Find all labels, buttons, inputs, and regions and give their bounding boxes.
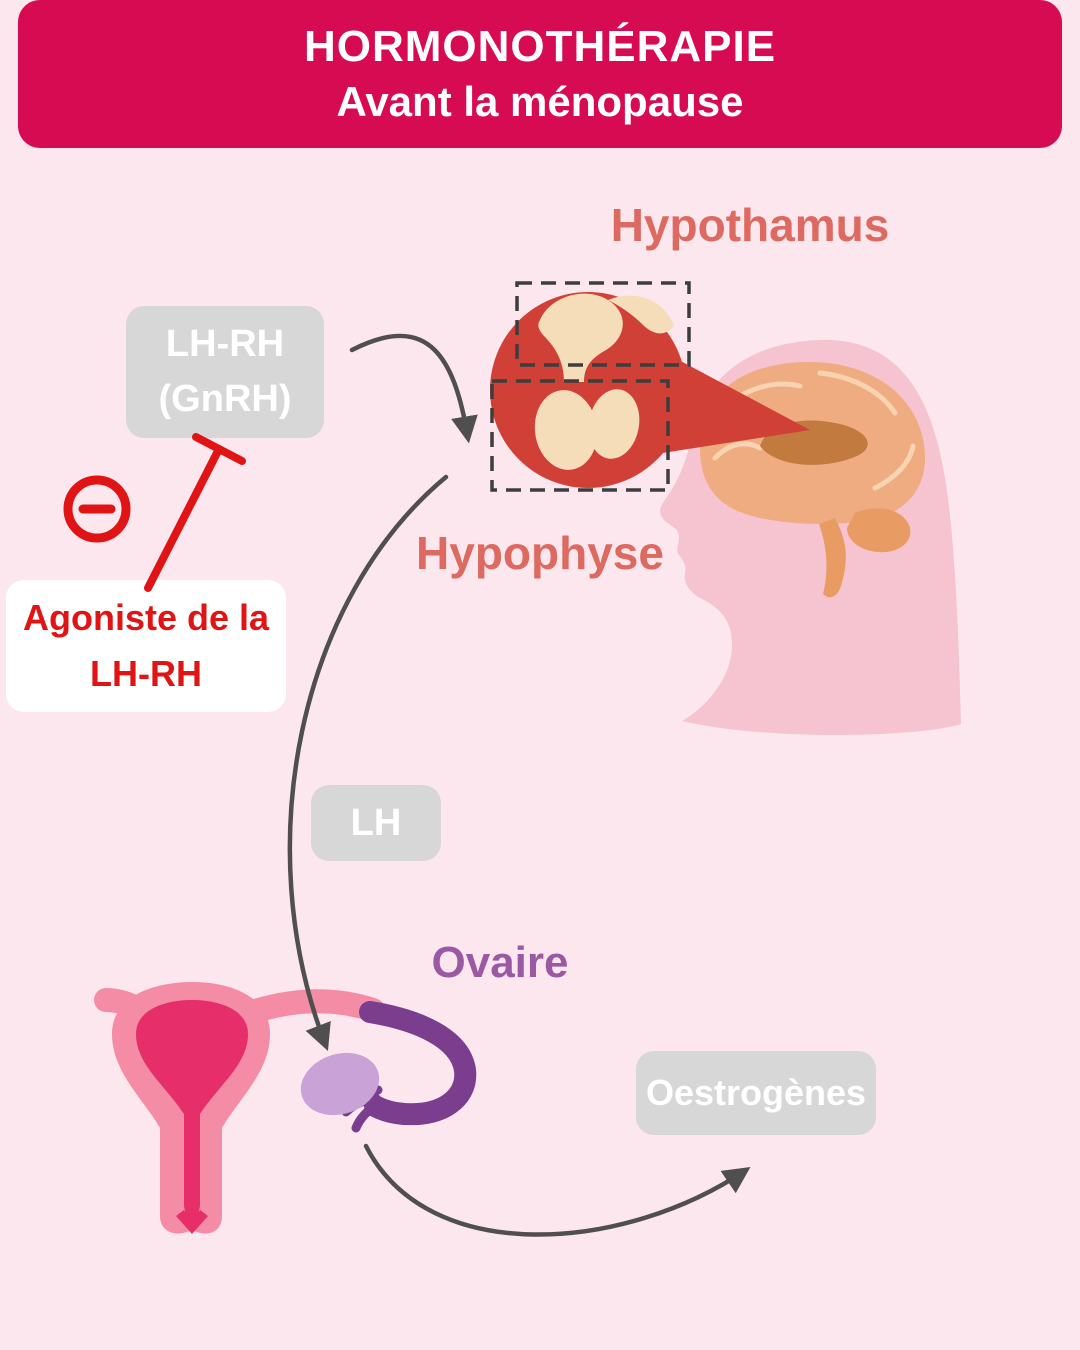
- minus-circle-icon: [63, 475, 131, 543]
- hypothalamus-label: Hypothamus: [610, 199, 890, 251]
- lh-box: LH: [311, 785, 441, 861]
- lh-label: LH: [350, 801, 402, 844]
- agoniste-box: Agoniste de la LH-RH: [6, 580, 286, 712]
- uterus-inner-icon: [136, 1000, 248, 1119]
- hypothalamus-dashed-box: [515, 281, 691, 367]
- hypophyse-label: Hypophyse: [416, 527, 664, 579]
- lhrh-line2: (GnRH): [158, 378, 292, 420]
- header-banner: HORMONOTHÉRAPIE Avant la ménopause: [18, 0, 1062, 148]
- right-tube-purple-icon: [359, 1001, 477, 1126]
- callout-pointer-icon: [656, 350, 810, 454]
- agoniste-line2: LH-RH: [90, 653, 202, 694]
- page-title: HORMONOTHÉRAPIE: [303, 22, 777, 71]
- hypophyse-dashed-box: [490, 379, 670, 492]
- ovary-icon: [300, 1052, 380, 1116]
- page-subtitle: Avant la ménopause: [336, 78, 744, 125]
- lhrh-line1: LH-RH: [165, 322, 285, 365]
- cerebellum-icon: [847, 508, 911, 553]
- hypothalamus-pituitary-shapes: [534, 293, 674, 470]
- pituitary-callout-illustration: [490, 281, 810, 492]
- ovaire-label: Ovaire: [431, 938, 569, 987]
- uterus-fork-icon: [176, 1210, 208, 1234]
- uterus-canal-icon: [184, 1112, 200, 1226]
- brainstem-icon: [819, 518, 846, 598]
- lhrh-gnrh-box: LH-RH (GnRH): [126, 306, 324, 438]
- uterus-ovary-illustration: [94, 982, 477, 1234]
- inhibition-line: [144, 433, 246, 592]
- oestrogenes-label: Oestrogènes: [645, 1072, 867, 1113]
- arrow-lhrh-to-hypophyse: [349, 333, 478, 444]
- agoniste-line1: Agoniste de la: [22, 597, 270, 639]
- oestrogenes-box: Oestrogènes: [636, 1051, 876, 1135]
